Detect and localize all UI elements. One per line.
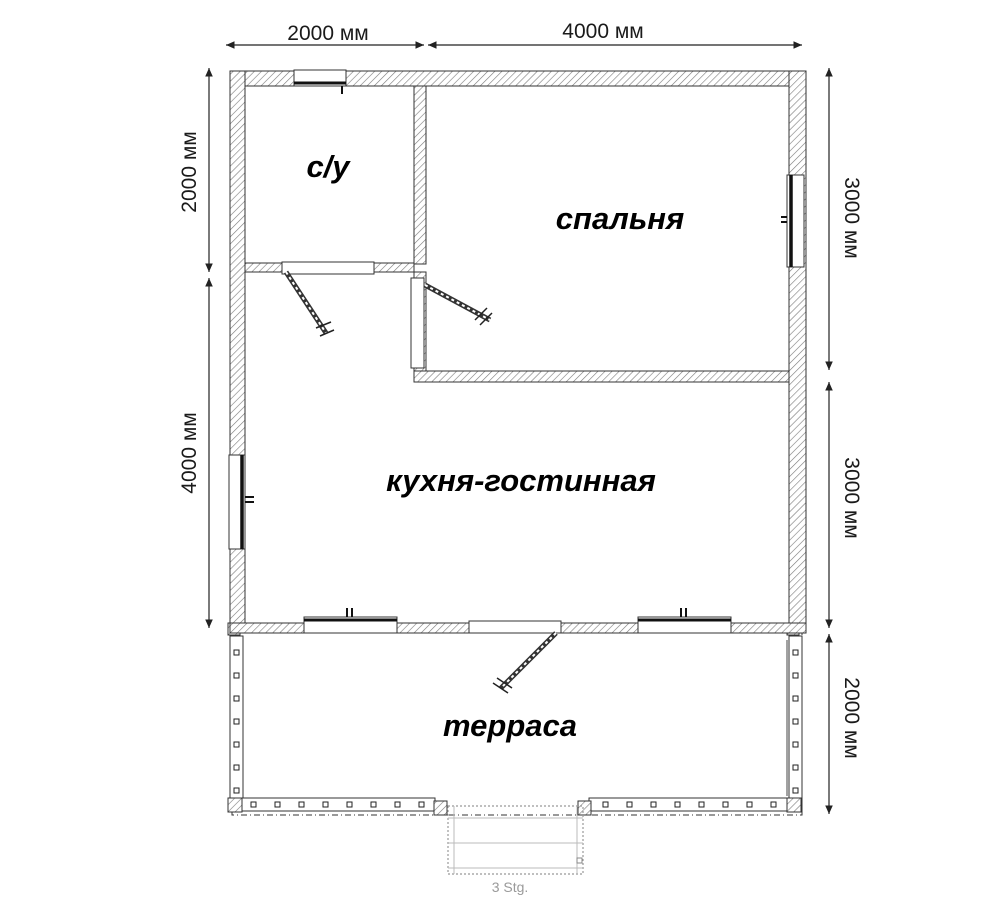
- terrace-corner-post: [227, 797, 243, 813]
- railing-post: [792, 718, 799, 725]
- railing-post: [418, 801, 425, 808]
- railing-post: [746, 801, 753, 808]
- railing-post: [792, 649, 799, 656]
- railing-post: [233, 695, 240, 702]
- window-kitchen-bottom-right: [637, 608, 732, 634]
- railing-post: [792, 764, 799, 771]
- railing-post: [370, 801, 377, 808]
- window-bathroom: [293, 69, 347, 94]
- stairs: 3 Stg.: [447, 805, 584, 895]
- room-labels: с/у спальня кухня-гостинная терраса: [306, 149, 684, 743]
- railing-post: [394, 801, 401, 808]
- railing-post: [722, 801, 729, 808]
- dimension-label-right-upper: 3000 мм: [840, 177, 863, 258]
- wall-bedroom-bottom: [413, 370, 790, 383]
- dimension-lines: [205, 41, 833, 814]
- railing-post: [233, 672, 240, 679]
- terrace-railing-bottom-right: [588, 797, 803, 812]
- railing-post: [233, 649, 240, 656]
- railing-post: [770, 801, 777, 808]
- railing-post: [250, 801, 257, 808]
- railing-post: [233, 764, 240, 771]
- dimension-label-right-lower: 2000 мм: [840, 677, 863, 758]
- room-label-bedroom: спальня: [556, 201, 684, 236]
- railing-post: [698, 801, 705, 808]
- railing-post: [298, 801, 305, 808]
- door-bedroom: [410, 277, 493, 369]
- window-bedroom: [781, 174, 805, 268]
- railing-post: [792, 672, 799, 679]
- wall-bathroom-right: [413, 85, 427, 265]
- wall-right: [788, 70, 807, 632]
- door-bathroom: [281, 261, 375, 337]
- room-label-kitchen-living: кухня-гостинная: [386, 463, 656, 498]
- terrace-railing-bottom-left: [229, 797, 436, 812]
- railing-post: [792, 741, 799, 748]
- terrace-corner-post: [786, 797, 802, 813]
- railing-post: [346, 801, 353, 808]
- door-terrace: [468, 620, 562, 694]
- windows: [228, 69, 805, 634]
- dimension-label-left-upper: 2000 мм: [178, 131, 201, 212]
- railing-post: [792, 787, 799, 794]
- room-label-bathroom: с/у: [306, 149, 351, 184]
- dimension-label-left-lower: 4000 мм: [178, 412, 201, 493]
- railing-post: [322, 801, 329, 808]
- railing-post: [233, 741, 240, 748]
- railing-post: [233, 787, 240, 794]
- dimension-label-top-left: 2000 мм: [287, 22, 368, 45]
- railing-post: [233, 718, 240, 725]
- dimension-labels: 2000 мм 4000 мм 2000 мм 4000 мм 3000 мм …: [178, 20, 863, 759]
- stairs-outline: [447, 805, 584, 875]
- room-label-terrace: терраса: [443, 708, 577, 743]
- terrace-posts: [233, 649, 799, 808]
- doors: [281, 261, 562, 694]
- dimension-label-right-middle: 3000 мм: [840, 457, 863, 538]
- window-kitchen-left: [228, 454, 254, 550]
- window-kitchen-bottom-left: [303, 608, 398, 634]
- stairs-handrail-post: [576, 857, 583, 864]
- terrace-corner-post: [577, 800, 592, 816]
- railing-post: [602, 801, 609, 808]
- dimension-label-top-right: 4000 мм: [562, 20, 643, 43]
- stairs-label: 3 Stg.: [492, 879, 529, 895]
- railing-post: [626, 801, 633, 808]
- railing-post: [792, 695, 799, 702]
- railing-post: [674, 801, 681, 808]
- terrace-corner-post: [433, 800, 448, 816]
- railing-post: [650, 801, 657, 808]
- railing-post: [274, 801, 281, 808]
